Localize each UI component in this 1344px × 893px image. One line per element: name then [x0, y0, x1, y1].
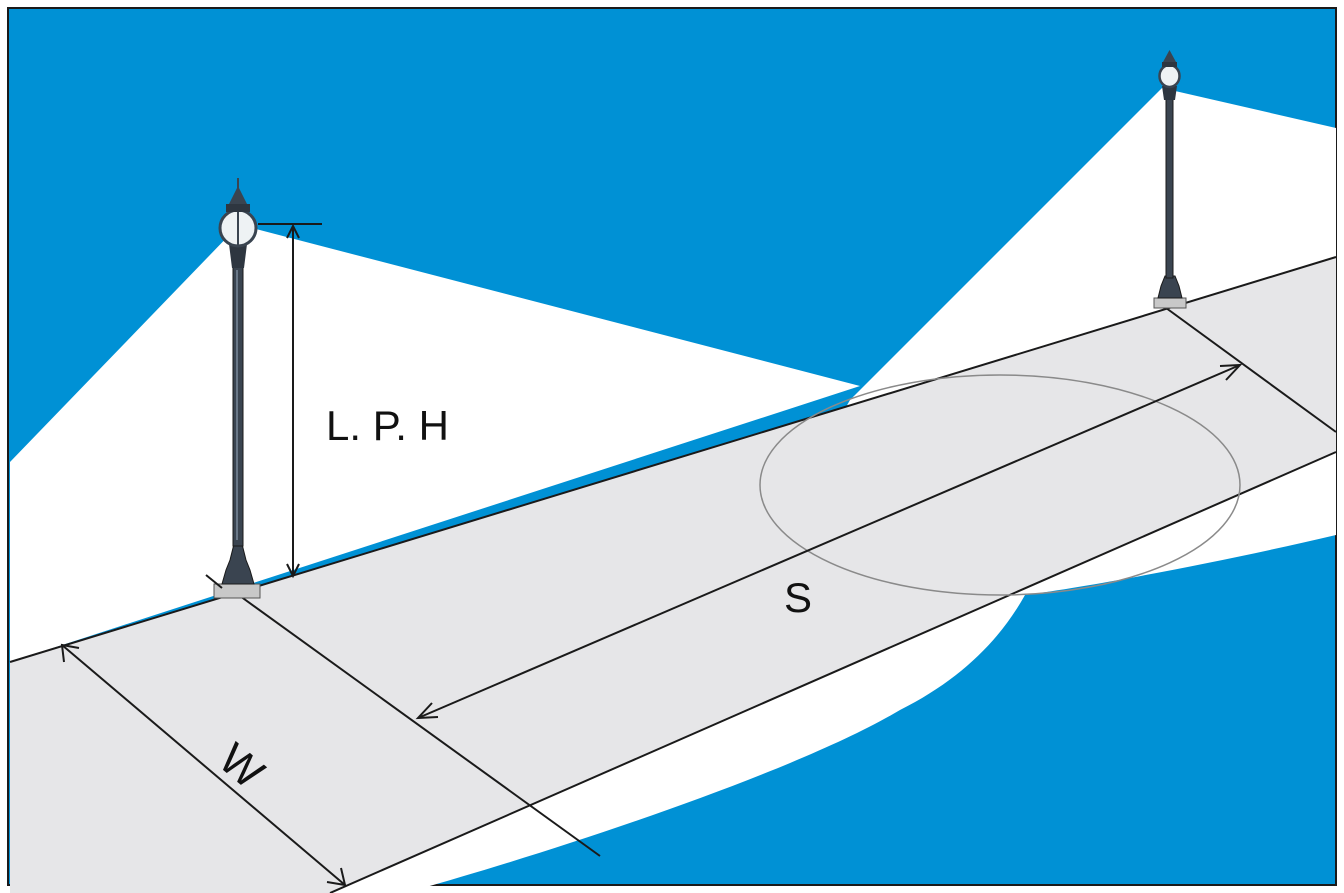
light-pool-ellipse: [759, 374, 1241, 596]
cross-line-left: [239, 595, 601, 857]
pole-height-label: L. P. H: [326, 402, 449, 449]
spacing-dimension: [415, 363, 1243, 720]
width-dimension: [60, 643, 347, 887]
road-surface: [10, 257, 1336, 893]
height-dimension: [258, 223, 322, 579]
spacing-label: S: [784, 574, 812, 621]
cross-line-right: [1161, 304, 1337, 433]
lamp-post-right: [1153, 50, 1187, 309]
light-cone-left: [10, 228, 860, 662]
road-edge-near: [329, 451, 1337, 893]
lamp-post-left: [205, 178, 261, 599]
